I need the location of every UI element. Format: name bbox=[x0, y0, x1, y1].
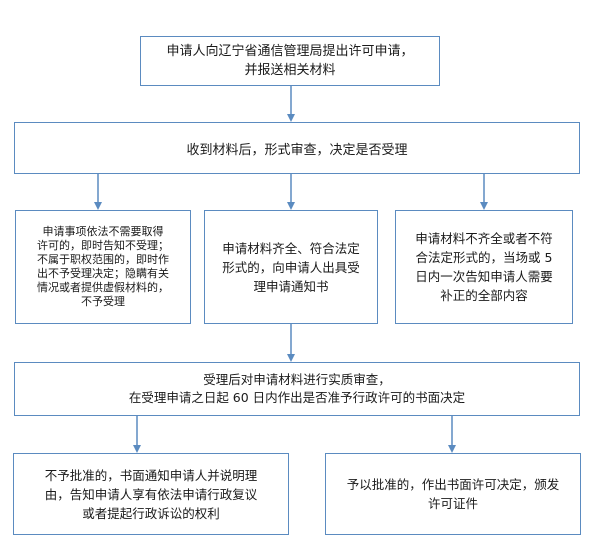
approve-box: 予以批准的，作出书面许可决定，颁发 许可证件 bbox=[325, 453, 581, 535]
supplement-box: 申请材料不齐全或者不符 合法定形式的，当场或 5 日内一次告知申请人需要 补正的… bbox=[395, 210, 573, 324]
apply-text: 申请人向辽宁省通信管理局提出许可申请， 并报送相关材料 bbox=[166, 44, 414, 78]
substantive-review-box: 受理后对申请材料进行实质审查， 在受理申请之日起 60 日内作出是否准予行政许可… bbox=[14, 362, 580, 416]
accept-notice-text: 申请材料齐全、符合法定 形式的，向申请人出具受 理申请通知书 bbox=[222, 240, 360, 294]
receive-text: 收到材料后，形式审查，决定是否受理 bbox=[186, 142, 408, 158]
approve-text: 予以批准的，作出书面许可决定，颁发 许可证件 bbox=[346, 477, 560, 511]
deny-text: 不予批准的，书面通知申请人并说明理 由，告知申请人享有依法申请行政复议 或者提起… bbox=[44, 467, 258, 521]
supplement-text: 申请材料不齐全或者不符 合法定形式的，当场或 5 日内一次告知申请人需要 补正的… bbox=[415, 231, 553, 303]
reject-scope-box: 申请事项依法不需要取得 许可的，即时告知不受理； 不属于职权范围的，即时作 出不… bbox=[15, 210, 191, 324]
reject-scope-text: 申请事项依法不需要取得 许可的，即时告知不受理； 不属于职权范围的，即时作 出不… bbox=[37, 225, 169, 308]
apply-box: 申请人向辽宁省通信管理局提出许可申请， 并报送相关材料 bbox=[140, 36, 440, 86]
substantive-review-text: 受理后对申请材料进行实质审查， 在受理申请之日起 60 日内作出是否准予行政许可… bbox=[128, 372, 466, 405]
receive-box: 收到材料后，形式审查，决定是否受理 bbox=[14, 122, 580, 174]
accept-notice-box: 申请材料齐全、符合法定 形式的，向申请人出具受 理申请通知书 bbox=[204, 210, 378, 324]
deny-box: 不予批准的，书面通知申请人并说明理 由，告知申请人享有依法申请行政复议 或者提起… bbox=[13, 453, 289, 535]
